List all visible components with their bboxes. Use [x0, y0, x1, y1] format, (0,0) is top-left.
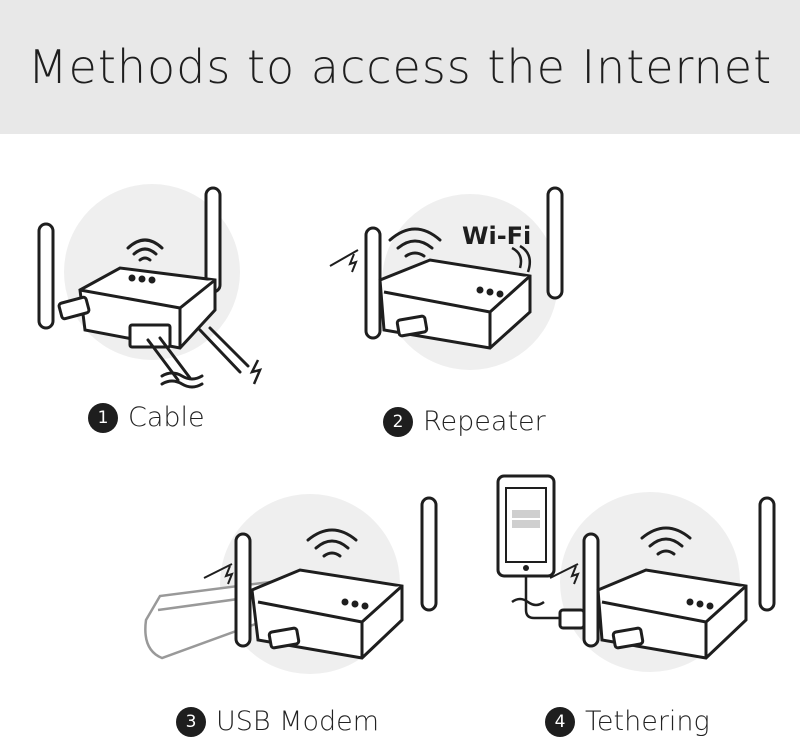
- router-icon: [250, 568, 404, 660]
- caption-repeater: 2 Repeater: [383, 406, 546, 437]
- method-label: Tethering: [585, 706, 710, 737]
- ethernet-cable-icon: [146, 326, 250, 389]
- tethering-illustration: [496, 474, 776, 672]
- step-number-badge: 2: [383, 406, 413, 437]
- usb-cable-icon: [524, 576, 576, 620]
- panel-cable: [30, 180, 280, 395]
- method-label: Cable: [128, 402, 205, 433]
- usb-modem-illustration: [144, 494, 438, 674]
- step-number-badge: 4: [545, 706, 575, 737]
- antenna-icon: [37, 186, 222, 330]
- wifi-signal-icon: [306, 528, 358, 558]
- svg-text:Wi-Fi: Wi-Fi: [462, 222, 531, 250]
- method-label: Repeater: [423, 406, 546, 437]
- antenna-cable-icon: [203, 563, 233, 579]
- power-bolt-icon: [570, 565, 580, 585]
- power-bolt-icon: [249, 359, 263, 385]
- antenna-cable-icon: [329, 249, 359, 267]
- caption-usb-modem: 3 USB Modem: [176, 706, 379, 737]
- wifi-signal-icon: [640, 526, 692, 556]
- page-title: Methods to access the Internet: [27, 40, 773, 94]
- caption-cable: 1 Cable: [88, 402, 205, 433]
- antenna-cable-icon: [549, 563, 579, 579]
- header-banner: Methods to access the Internet: [0, 0, 800, 134]
- wifi-signal-icon: [388, 227, 442, 258]
- method-label: USB Modem: [216, 706, 380, 737]
- caption-tethering: 4 Tethering: [545, 706, 710, 737]
- antenna-icon: [364, 186, 564, 340]
- step-number-badge: 1: [88, 402, 118, 433]
- router-icon: [558, 568, 748, 660]
- cable-illustration: [37, 184, 263, 389]
- step-number-badge: 3: [176, 706, 206, 737]
- smartphone-icon: [496, 474, 556, 578]
- panel-usb-modem: [140, 490, 450, 700]
- panel-repeater: Wi-Fi: [320, 180, 580, 380]
- power-bolt-icon: [348, 253, 358, 273]
- wifi-logo-icon: Wi-Fi: [462, 222, 531, 273]
- panel-tethering: [490, 470, 790, 690]
- router-icon: [57, 266, 217, 350]
- repeater-illustration: Wi-Fi: [329, 186, 564, 370]
- router-icon: [378, 258, 532, 350]
- wifi-signal-icon: [126, 238, 164, 262]
- power-bolt-icon: [224, 565, 234, 585]
- antenna-icon: [234, 496, 438, 648]
